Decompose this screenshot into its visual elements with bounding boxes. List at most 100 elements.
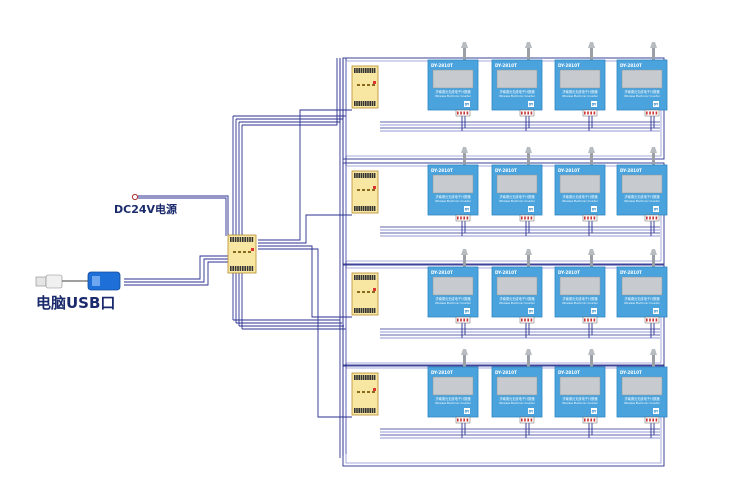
counter-logo-text: DY: [654, 310, 659, 314]
connector-pin: [466, 318, 469, 322]
connector-pin: [652, 318, 654, 322]
counter-connector: [582, 416, 598, 424]
counter-logo-text: DY: [592, 410, 597, 414]
terminal-pin: [367, 375, 369, 380]
usb-plug-body: [45, 274, 63, 289]
terminal-pin: [358, 68, 360, 73]
bus-top-link: [239, 58, 341, 123]
connector-pin: [646, 111, 648, 115]
counter-model: DY-2810T: [495, 168, 517, 173]
antenna-icon: [652, 153, 655, 165]
terminal-pin: [358, 173, 360, 178]
counter-name-cn: 济南德元无线电子计数器: [499, 89, 535, 94]
terminal-pin: [373, 101, 376, 106]
counter-screen: [432, 174, 474, 194]
terminal-pin: [362, 101, 365, 106]
terminal-pin: [239, 266, 242, 271]
connector-pin: [521, 318, 523, 322]
terminal-pin: [230, 266, 232, 271]
counter-logo-icon: [653, 206, 659, 212]
terminal-pin: [367, 275, 369, 280]
terminal-pin: [369, 308, 371, 313]
counter-model: DY-2810T: [495, 370, 517, 375]
terminal-pin: [358, 408, 360, 413]
terminal-pin: [246, 266, 249, 271]
connector-pin: [460, 216, 462, 220]
terminal-pin: [362, 308, 365, 313]
power-line: [138, 195, 229, 236]
row-module: [351, 372, 379, 416]
usb-line: [124, 261, 228, 286]
counter-logo-text: DY: [592, 103, 597, 107]
connector-pin: [524, 216, 526, 220]
connector-pin: [527, 216, 529, 220]
terminal-pin: [362, 275, 365, 280]
counter-screen: [621, 376, 663, 396]
terminal-pin: [354, 206, 356, 211]
counter-connector: [455, 109, 471, 117]
terminal-pin: [234, 266, 237, 271]
terminal-pin: [354, 308, 356, 313]
terminal-pin: [251, 237, 254, 242]
antenna-tip: [525, 42, 532, 48]
antenna-icon: [527, 153, 530, 165]
counter-name-en: Wireless Electronic Counter: [499, 301, 536, 305]
terminal-pin: [365, 173, 367, 178]
connector-pin: [655, 418, 658, 422]
module-mark: [248, 251, 251, 253]
terminal-pin: [356, 206, 358, 211]
counter-logo-text: DY: [654, 208, 659, 212]
row-module: [351, 65, 379, 109]
connector-pin: [530, 318, 533, 322]
connector-pin: [524, 111, 526, 115]
counter-name-cn: 济南德元无线电子计数器: [562, 89, 598, 94]
connector-pin: [649, 318, 651, 322]
module-mark: [233, 251, 236, 253]
counter-name-en: Wireless Electronic Counter: [562, 94, 599, 98]
connector-pin: [587, 418, 589, 422]
connector-pin: [524, 418, 526, 422]
counter-name-cn: 济南德元无线电子计数器: [435, 89, 471, 94]
counter-name-cn: 济南德元无线电子计数器: [562, 194, 598, 199]
terminal-pin: [373, 173, 376, 178]
counter-name-en: Wireless Electronic Counter: [435, 301, 472, 305]
connector-pin: [466, 111, 469, 115]
counter-model: DY-2810T: [431, 63, 453, 68]
counter-model: DY-2810T: [620, 63, 642, 68]
connector-pin: [646, 318, 648, 322]
antenna-icon: [590, 355, 593, 367]
terminal-pin: [365, 206, 367, 211]
terminal-pin: [365, 408, 367, 413]
terminal-pin: [371, 375, 374, 380]
connector-pin: [652, 216, 654, 220]
counter-connector: [455, 316, 471, 324]
antenna-tip: [650, 249, 657, 255]
terminal-pin: [362, 375, 365, 380]
module-led: [373, 388, 376, 391]
usb-port-label: 电脑USB口: [36, 294, 116, 312]
module-mark: [238, 251, 241, 253]
counter-connector: [519, 214, 535, 222]
antenna-icon: [463, 255, 466, 267]
module-mark: [357, 291, 360, 293]
antenna-tip: [650, 42, 657, 48]
connector-pin: [649, 111, 651, 115]
terminal-pin: [371, 206, 374, 211]
wire-layer: [124, 57, 665, 467]
counter-screen: [496, 276, 538, 296]
connector-pin: [590, 318, 592, 322]
antenna-tip: [461, 249, 468, 255]
terminal-pin: [369, 101, 371, 106]
antenna-icon: [652, 48, 655, 60]
connector-pin: [460, 418, 462, 422]
terminal-pin: [369, 68, 371, 73]
terminal-pin: [354, 275, 356, 280]
terminal-pin: [358, 206, 360, 211]
terminal-pin: [367, 206, 369, 211]
